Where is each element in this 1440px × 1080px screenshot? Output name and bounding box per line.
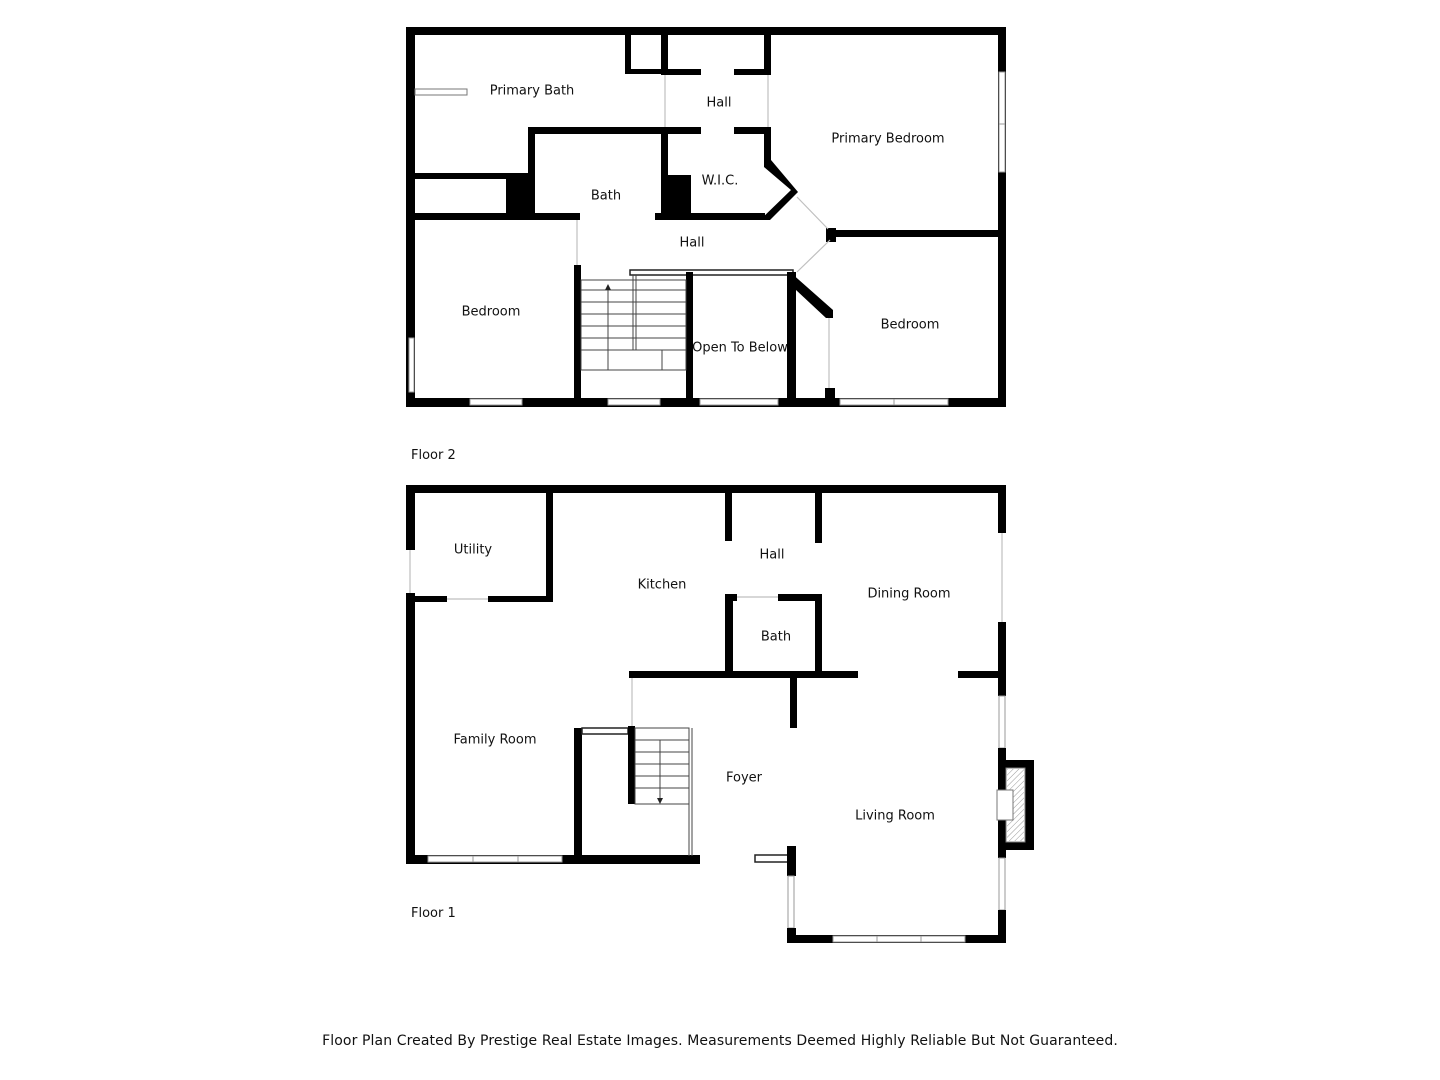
room-label-kitchen: Kitchen [638, 578, 687, 593]
room-label-bedroom-right: Bedroom [881, 318, 940, 333]
room-label-open-to-below: Open To Below [692, 341, 788, 356]
room-label-living-room: Living Room [855, 809, 935, 824]
floor-2-stairs [580, 275, 687, 371]
room-label-utility: Utility [454, 543, 493, 558]
room-label-hall-upper: Hall [707, 96, 732, 111]
room-label-wic: W.I.C. [702, 174, 739, 189]
room-label-primary-bedroom: Primary Bedroom [831, 132, 944, 147]
floor-1-label: Floor 1 [411, 906, 456, 921]
room-label-hall-lower: Hall [760, 548, 785, 563]
floor-1-plan: Utility Kitchen Hall Dining Room Bath Fa… [406, 485, 1034, 943]
room-label-bath-upper: Bath [591, 189, 621, 204]
room-label-hall: Hall [680, 236, 705, 251]
room-label-dining-room: Dining Room [867, 587, 950, 602]
room-label-bedroom-left: Bedroom [462, 305, 521, 320]
fireplace-icon [996, 760, 1034, 850]
footer-disclaimer: Floor Plan Created By Prestige Real Esta… [322, 1033, 1118, 1049]
floor-2-plan: Primary Bath Hall Primary Bedroom W.I.C.… [406, 27, 1006, 407]
room-label-primary-bath: Primary Bath [490, 84, 575, 99]
floor-1-stairs [634, 727, 693, 856]
room-label-bath-lower: Bath [761, 630, 791, 645]
room-label-foyer: Foyer [726, 771, 763, 786]
floor-2-label: Floor 2 [411, 448, 456, 463]
room-label-family-room: Family Room [454, 733, 537, 748]
